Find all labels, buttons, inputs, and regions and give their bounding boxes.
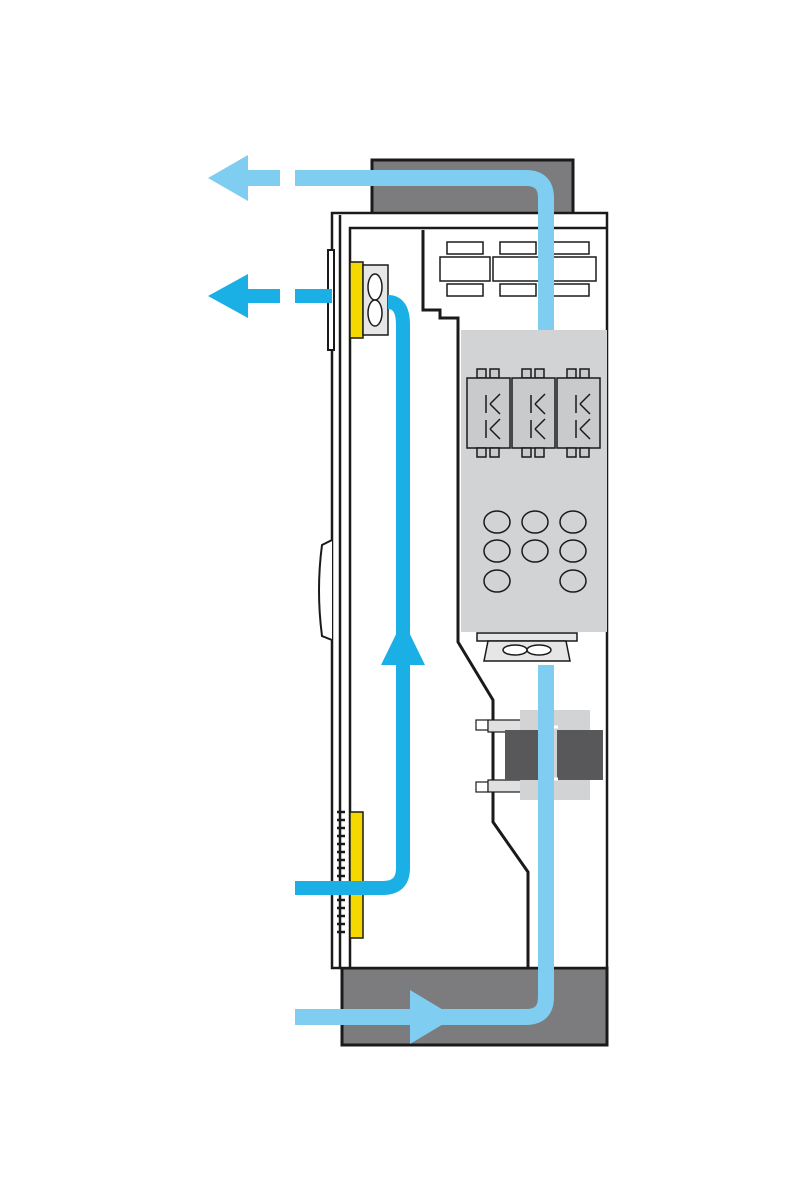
intake-arrow-icon	[410, 990, 455, 1044]
igbt-module	[556, 368, 601, 458]
heatsink-fan-icon	[476, 632, 578, 662]
bottom-intake-plinth	[340, 966, 609, 1047]
door-fan-icon	[362, 264, 389, 336]
transformer-icon	[475, 710, 603, 800]
upflow-arrow-icon	[381, 620, 425, 665]
internal-exhaust-arrow-icon	[208, 274, 248, 318]
igbt-module	[466, 368, 511, 458]
internal-airflow	[245, 289, 410, 895]
partition-wall	[421, 230, 530, 968]
exhaust-arrow-icon	[208, 155, 248, 201]
exhaust-filter	[349, 261, 364, 339]
intake-filter	[349, 811, 364, 939]
door-handle	[318, 539, 333, 641]
igbt-module	[511, 368, 556, 458]
capacitor-bank	[439, 241, 597, 297]
electrolytic-capacitors	[483, 510, 587, 593]
igbt-modules	[466, 368, 601, 458]
